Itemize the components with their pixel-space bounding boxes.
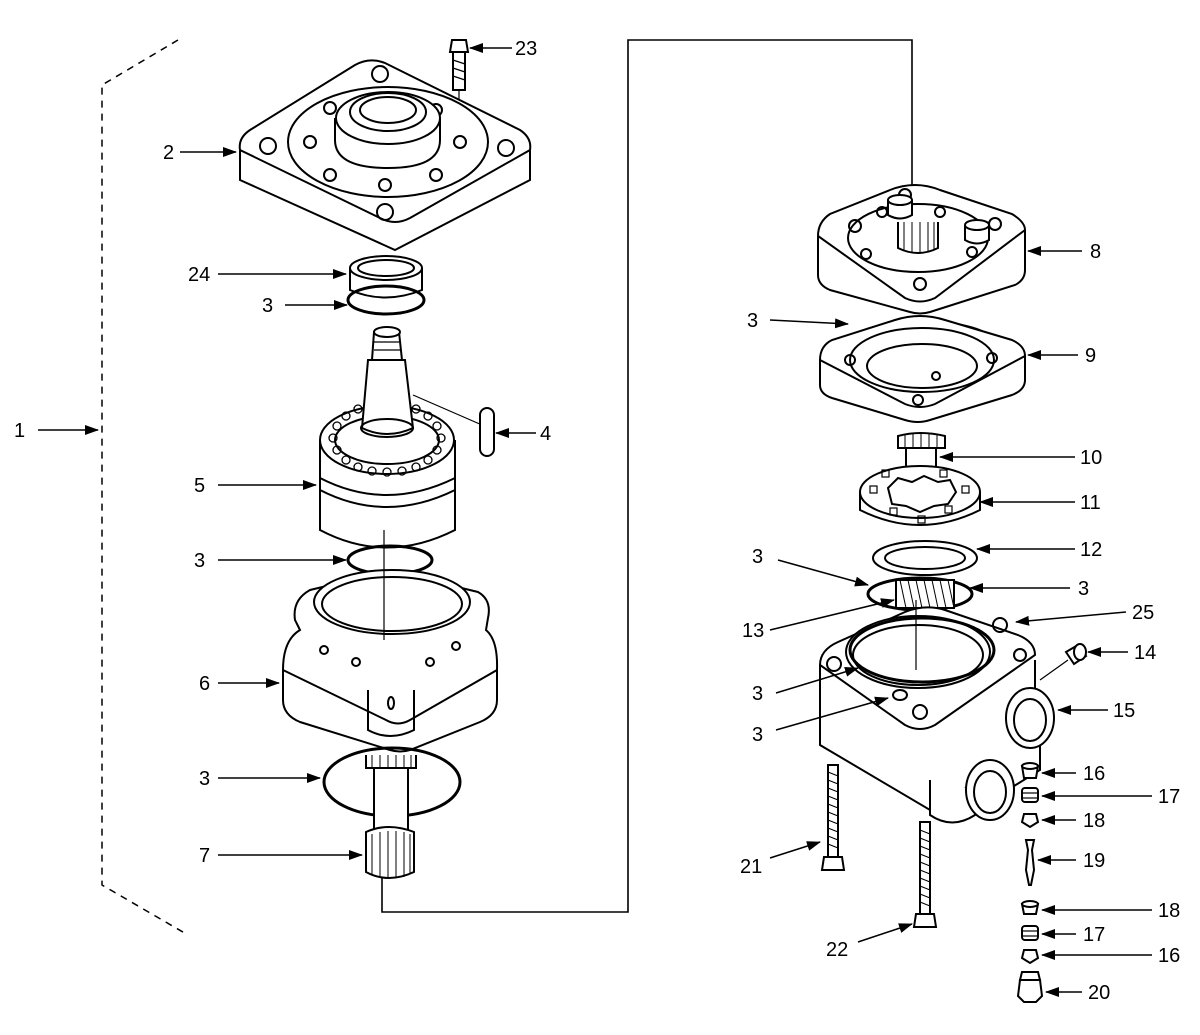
callout-19: 19 xyxy=(1083,850,1105,872)
callout-23: 23 xyxy=(515,38,537,60)
part-9-spacer-plate xyxy=(818,315,1027,423)
callout-22: 22 xyxy=(826,939,848,961)
callout-8: 8 xyxy=(1090,241,1101,263)
callout-18-a: 18 xyxy=(1083,810,1105,832)
callout-3-g: 3 xyxy=(752,683,763,705)
part-22-long-bolt xyxy=(912,821,938,928)
part-24-seal xyxy=(349,255,423,299)
part-4-key xyxy=(479,407,495,457)
part-14-plug xyxy=(1064,643,1088,666)
part-13-spring xyxy=(895,579,955,609)
callout-24: 24 xyxy=(188,264,210,286)
callout-7: 7 xyxy=(199,845,210,867)
callout-14: 14 xyxy=(1134,642,1156,664)
part-8-end-cap xyxy=(816,184,1027,315)
part-6-housing xyxy=(281,569,499,753)
callout-3-c: 3 xyxy=(199,768,210,790)
part-3-o-ring-large-right xyxy=(848,616,996,684)
part-15-valve-body xyxy=(818,606,1069,824)
part-12-wear-plate xyxy=(872,540,978,576)
callout-5: 5 xyxy=(194,475,205,497)
callout-3-d: 3 xyxy=(747,310,758,332)
callout-3-f: 3 xyxy=(1078,578,1089,600)
part-11-gerotor xyxy=(859,465,981,526)
callout-6: 6 xyxy=(199,673,210,695)
callout-21: 21 xyxy=(740,856,762,878)
part-21-long-bolt xyxy=(820,764,846,871)
callout-1: 1 xyxy=(14,420,25,442)
callout-4: 4 xyxy=(540,423,551,445)
leader-lines xyxy=(38,43,1152,997)
part-5-shaft-bearing xyxy=(319,326,483,549)
callout-9: 9 xyxy=(1085,345,1096,367)
callout-13: 13 xyxy=(742,620,764,642)
callout-15: 15 xyxy=(1113,700,1135,722)
callout-20: 20 xyxy=(1088,982,1110,1004)
callout-17-b: 17 xyxy=(1083,924,1105,946)
callout-10: 10 xyxy=(1080,447,1102,469)
callout-3-h: 3 xyxy=(752,724,763,746)
callout-12: 12 xyxy=(1080,539,1102,561)
callout-3-a: 3 xyxy=(262,295,273,317)
callout-labels: 1 2 23 24 3 4 5 3 6 3 7 8 3 9 10 11 12 3… xyxy=(14,38,1180,1004)
callout-11: 11 xyxy=(1080,492,1101,514)
callout-25: 25 xyxy=(1132,602,1154,624)
callout-3-e: 3 xyxy=(752,546,763,568)
callout-3-b: 3 xyxy=(194,550,205,572)
callout-17-a: 17 xyxy=(1158,786,1180,808)
callout-16-b: 16 xyxy=(1158,945,1180,967)
part-3-o-ring-upper-left xyxy=(346,284,426,316)
callout-18-b: 18 xyxy=(1158,900,1180,922)
callout-2: 2 xyxy=(163,142,174,164)
part-7-splined-shaft xyxy=(365,755,417,879)
assembly-connector-line xyxy=(381,39,913,913)
assembly-bracket xyxy=(101,39,189,936)
part-2-mounting-flange xyxy=(238,59,532,252)
callout-16-a: 16 xyxy=(1083,763,1105,785)
valve-stack xyxy=(1016,762,1044,1003)
